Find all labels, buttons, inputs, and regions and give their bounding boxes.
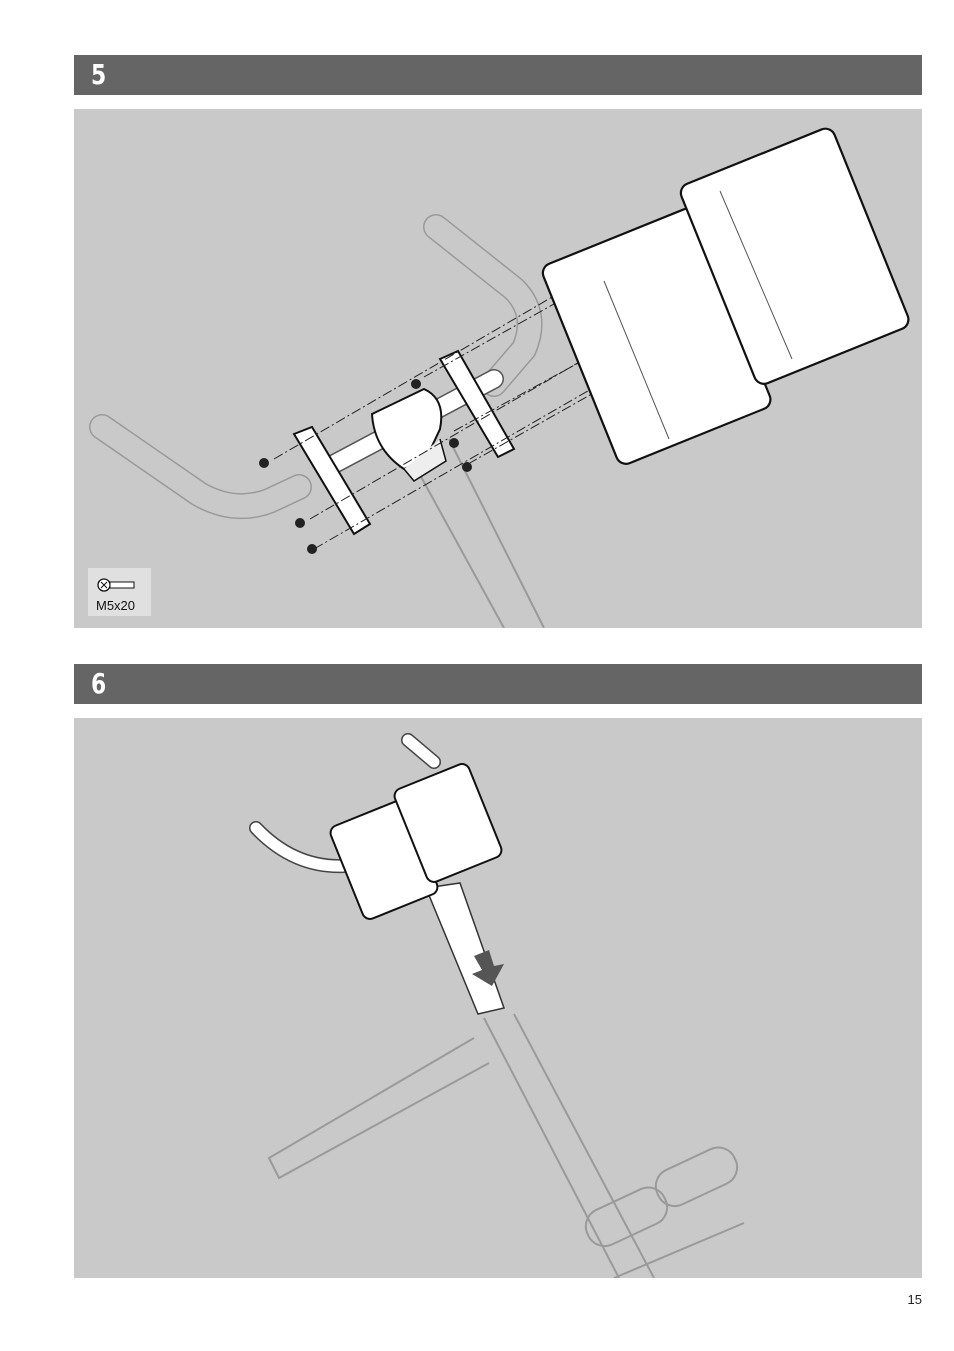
hardware-size-label: M5x20 [96, 598, 135, 613]
step-number: 5 [91, 55, 106, 95]
step-6-illustration [74, 718, 922, 1278]
assembly-drawing-step-5 [74, 109, 922, 628]
step-5-illustration: M5x20 [74, 109, 922, 628]
screw-icon [96, 574, 136, 596]
page-number: 15 [908, 1292, 922, 1307]
assembly-drawing-step-6 [74, 718, 922, 1278]
step-number: 6 [91, 664, 106, 704]
step-5-header: 5 [74, 55, 922, 95]
step-6-header: 6 [74, 664, 922, 704]
hardware-legend: M5x20 [88, 568, 151, 616]
